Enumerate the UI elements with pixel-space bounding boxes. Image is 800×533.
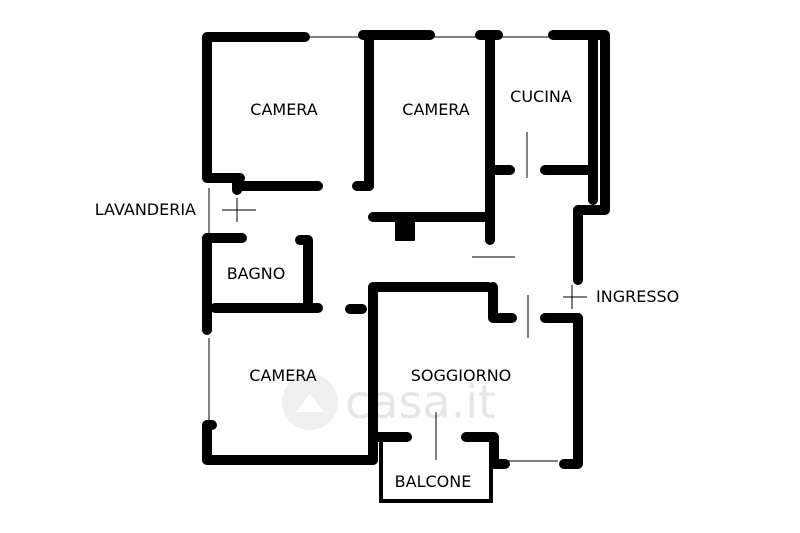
label-ingresso: INGRESSO — [596, 287, 679, 306]
wall-outer-top-left — [202, 32, 310, 183]
room-label-soggiorno: SOGGIORNO — [411, 366, 512, 385]
pillar — [395, 219, 415, 241]
windows — [208, 36, 587, 462]
room-label-cucina: CUCINA — [510, 87, 572, 106]
balcony-railing — [379, 440, 493, 503]
watermark-house-icon — [296, 394, 324, 412]
room-label-camera-2: CAMERA — [402, 100, 470, 119]
room-label-camera-1: CAMERA — [250, 100, 318, 119]
room-label-camera-3: CAMERA — [249, 366, 317, 385]
label-lavanderia: LAVANDERIA — [95, 200, 196, 219]
walls — [202, 30, 610, 469]
room-labels: CAMERA CAMERA CUCINA BAGNO CAMERA SOGGIO… — [95, 87, 679, 491]
room-label-bagno: BAGNO — [227, 264, 286, 283]
room-label-balcone: BALCONE — [395, 472, 472, 491]
